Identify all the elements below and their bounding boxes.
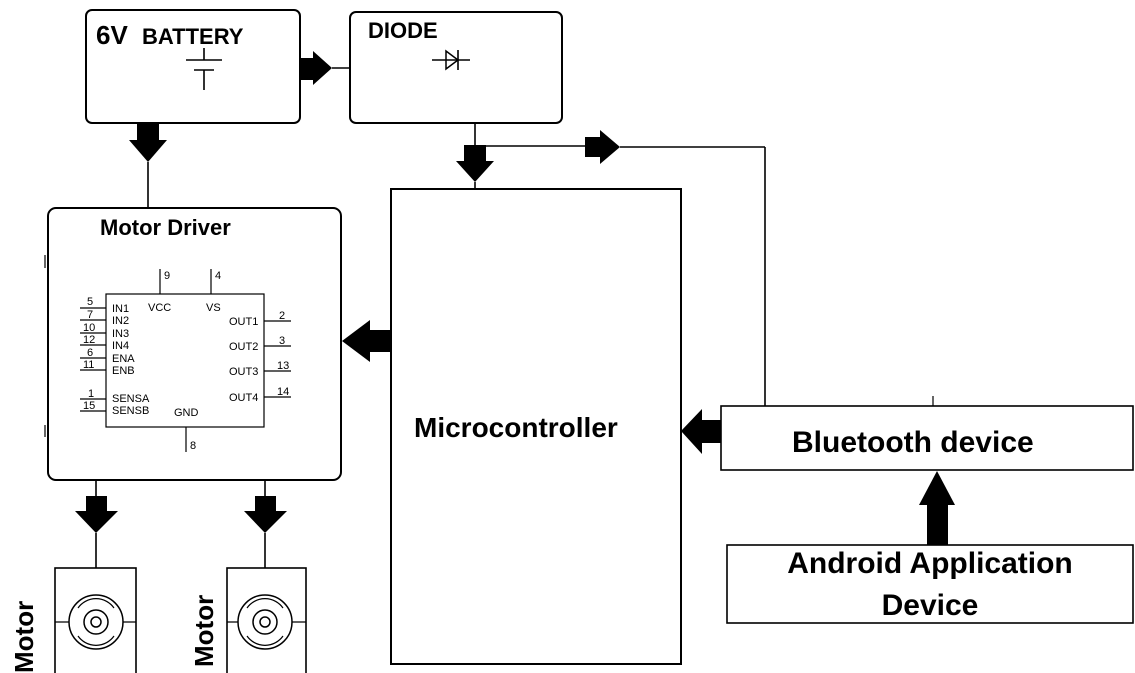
pin-name: ENA xyxy=(112,353,135,365)
pin-name: GND xyxy=(174,407,199,419)
arrow-driver-motor2-head xyxy=(244,511,287,533)
pin-name: OUT1 xyxy=(229,316,258,328)
arrow-driver-motor1-shaft xyxy=(86,496,107,511)
driver-ic xyxy=(105,293,265,428)
android-device-block: Android Application Device xyxy=(726,544,1134,624)
motor-1-block: Motor xyxy=(9,567,137,673)
arrow-driver-motor1-head xyxy=(75,511,118,533)
microcontroller-label: Microcontroller xyxy=(414,412,618,443)
pin-number: 2 xyxy=(279,310,285,322)
pin-name: SENSA xyxy=(112,393,150,405)
arrow-bt-mcu-head xyxy=(681,409,702,454)
pin-name: ENB xyxy=(112,365,135,377)
pin-name: VS xyxy=(206,302,221,314)
motor-2-block: Motor xyxy=(189,567,307,673)
arrow-battery-diode-shaft xyxy=(300,58,314,80)
motor-1-label: Motor xyxy=(9,601,39,673)
battery-label: BATTERY xyxy=(142,24,244,49)
bluetooth-block: Bluetooth device xyxy=(720,396,1134,471)
pin-number: 5 xyxy=(87,296,93,308)
pin-number: 9 xyxy=(164,270,170,282)
android-label-line1: Android Application xyxy=(787,547,1073,580)
arrow-battery-diode-head xyxy=(313,51,332,85)
pin-name: OUT2 xyxy=(229,341,258,353)
diode-symbol-icon xyxy=(432,49,470,71)
arrow-android-bt-head xyxy=(919,471,955,505)
pin-number: 3 xyxy=(279,335,285,347)
pin-number: 6 xyxy=(87,347,93,359)
arrow-mcu-driver-head xyxy=(342,320,370,362)
arrow-battery-driver-head xyxy=(129,140,167,162)
arrow-loop-shaft xyxy=(585,137,600,157)
diode-label: DIODE xyxy=(368,18,438,43)
motor-icon xyxy=(55,594,136,650)
pin-name: SENSB xyxy=(112,405,149,417)
battery-voltage: 6V xyxy=(96,20,128,50)
arrow-bt-mcu-shaft xyxy=(700,420,721,443)
motor-driver-block: Motor Driver 9 VCC 4 VS 5 IN1 7 IN2 10 I… xyxy=(44,207,342,481)
pin-number: 4 xyxy=(215,270,221,282)
motor-icon xyxy=(227,594,306,650)
pin-name: IN3 xyxy=(112,328,129,340)
pin-number: 14 xyxy=(277,386,289,398)
pin-number: 8 xyxy=(190,440,196,452)
arrow-diode-mcu-shaft xyxy=(464,145,486,161)
arrow-android-bt-shaft xyxy=(927,505,948,545)
battery-symbol-icon xyxy=(186,48,222,90)
pin-name: OUT3 xyxy=(229,366,258,378)
pin-number: 12 xyxy=(83,334,95,346)
pin-name: IN4 xyxy=(112,340,129,352)
pin-name: IN2 xyxy=(112,315,129,327)
pin-number: 1 xyxy=(88,388,94,400)
motor-2-label: Motor xyxy=(189,595,219,667)
arrow-loop-head xyxy=(600,130,620,164)
pin-name: OUT4 xyxy=(229,392,258,404)
arrow-mcu-driver-shaft xyxy=(370,330,391,352)
bluetooth-label: Bluetooth device xyxy=(792,426,1034,459)
diode-block: DIODE xyxy=(349,11,563,124)
pin-name: IN1 xyxy=(112,303,129,315)
pin-number: 13 xyxy=(277,360,289,372)
android-label-line2: Device xyxy=(882,589,979,622)
microcontroller-block: Microcontroller xyxy=(390,188,682,665)
pin-number: 15 xyxy=(83,400,95,412)
arrow-driver-motor2-shaft xyxy=(255,496,276,511)
pin-number: 10 xyxy=(83,322,95,334)
pin-name: VCC xyxy=(148,302,171,314)
pin-number: 11 xyxy=(83,359,94,371)
arrow-diode-mcu-head xyxy=(456,161,494,182)
motor-driver-title: Motor Driver xyxy=(100,215,231,240)
battery-block: 6V BATTERY xyxy=(85,9,301,124)
arrow-battery-driver-shaft xyxy=(137,123,159,140)
pin-number: 7 xyxy=(87,309,93,321)
